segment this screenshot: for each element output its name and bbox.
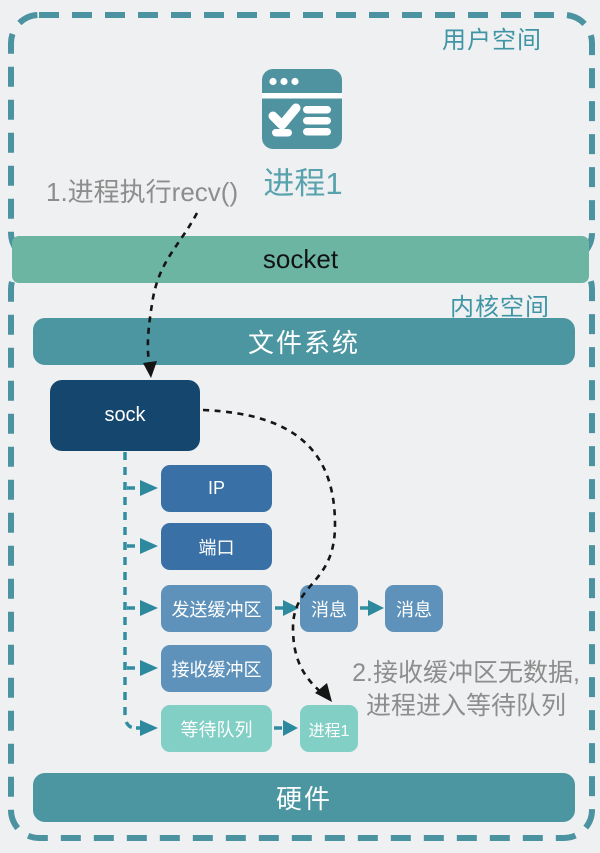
user-space-label: 用户空间 [442, 27, 542, 54]
arrowhead-message-2 [368, 600, 384, 616]
sock-attributes-connector [123, 452, 137, 730]
message-box: 消息 [300, 585, 358, 632]
arrowhead-process-chip [283, 720, 298, 736]
attr-ip-box: IP [161, 465, 272, 512]
step2-annotation: 2.接收缓冲区无数据, 进程进入等待队列 [342, 657, 590, 723]
arrowhead-recv-buffer [140, 660, 158, 676]
file-system-bar: 文件系统 [33, 318, 575, 365]
attr-send-buffer-box: 发送缓冲区 [161, 585, 272, 632]
attr-port-box: 端口 [161, 523, 272, 570]
attr-wait-queue-box: 等待队列 [161, 705, 272, 752]
step2-line2: 进程进入等待队列 [365, 692, 566, 720]
hardware-bar: 硬件 [33, 773, 575, 822]
step2-line1: 2.接收缓冲区无数据, [352, 659, 580, 687]
arrowhead-send-buffer [140, 600, 158, 616]
arrowhead-ip [140, 480, 158, 496]
socket-layer-bar: socket [12, 236, 589, 283]
process-label: 进程1 [263, 166, 343, 201]
arrowhead-wait-queue [140, 720, 158, 736]
wait-queue-process-chip: 进程1 [300, 705, 358, 752]
step1-annotation: 1.进程执行recv() [46, 177, 239, 207]
attr-recv-buffer-box: 接收缓冲区 [161, 645, 272, 692]
arrowhead-port [140, 538, 158, 554]
message-box: 消息 [385, 585, 443, 632]
sock-to-waitqueue-arrowhead [315, 683, 332, 702]
sock-box: sock [50, 380, 200, 451]
arrowhead-message-1 [283, 600, 299, 616]
app-window-icon [262, 69, 342, 149]
kernel-space-label: 内核空间 [450, 294, 550, 321]
